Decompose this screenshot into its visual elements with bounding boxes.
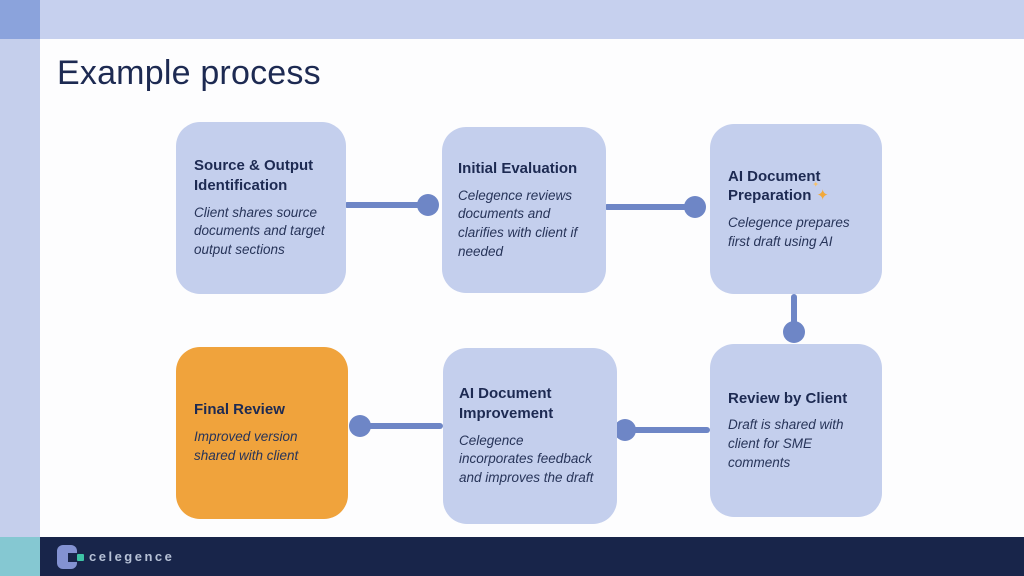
process-step-ai-document-improvement: AI Document Improvement Celegence incorp… [443, 348, 617, 524]
connector-dot-5 [349, 415, 371, 437]
step-description: Improved version shared with client [194, 429, 299, 463]
process-step-ai-document-preparation: AI Document Preparation✦ Celegence prepa… [710, 124, 882, 294]
celegence-logo-text: celegence [89, 549, 175, 564]
step-title: AI Document Preparation✦ [728, 167, 864, 207]
step-description: Celegence incorporates feedback and impr… [459, 432, 594, 486]
process-step-source-output-identification: Source & Output Identification Client sh… [176, 122, 346, 294]
connector-dot-3 [783, 321, 805, 343]
step-title: Source & Output Identification [194, 157, 314, 195]
connector-dot-1 [417, 194, 439, 216]
logo-chip-shape [77, 553, 84, 561]
connector-dot-2 [684, 196, 706, 218]
connector-line-3 [791, 294, 797, 332]
left-strip-decoration [0, 39, 40, 537]
corner-square-decoration [0, 0, 40, 39]
page-title: Example process [57, 54, 321, 92]
logo-base-shape [57, 544, 77, 569]
celegence-logo: celegence [57, 544, 175, 569]
connector-line-1 [344, 202, 428, 208]
footer-bar: celegence [40, 537, 1024, 576]
process-step-review-by-client: Review by Client Draft is shared with cl… [710, 344, 882, 517]
connector-line-5 [360, 423, 443, 429]
logo-notch-shape [68, 552, 77, 562]
connector-line-4 [625, 427, 710, 433]
step-title: Review by Client [728, 389, 848, 407]
sparkle-icon: ✦ [812, 180, 828, 206]
step-description: Celegence prepares first draft using AI [728, 215, 850, 249]
top-band-decoration [0, 0, 1024, 39]
step-description: Client shares source documents and targe… [194, 204, 325, 258]
step-title: AI Document Improvement [459, 385, 554, 423]
step-description: Celegence reviews documents and clarifie… [458, 187, 578, 259]
celegence-logo-icon [57, 544, 84, 569]
process-step-initial-evaluation: Initial Evaluation Celegence reviews doc… [442, 127, 606, 293]
step-title-text: AI Document Preparation [728, 167, 821, 205]
connector-line-2 [604, 204, 695, 210]
connector-dot-4 [614, 419, 636, 441]
teal-corner-decoration [0, 537, 40, 576]
step-title: Initial Evaluation [458, 159, 578, 177]
step-description: Draft is shared with client for SME comm… [728, 417, 844, 470]
step-title: Final Review [194, 401, 285, 419]
process-step-final-review: Final Review Improved version shared wit… [176, 347, 348, 519]
